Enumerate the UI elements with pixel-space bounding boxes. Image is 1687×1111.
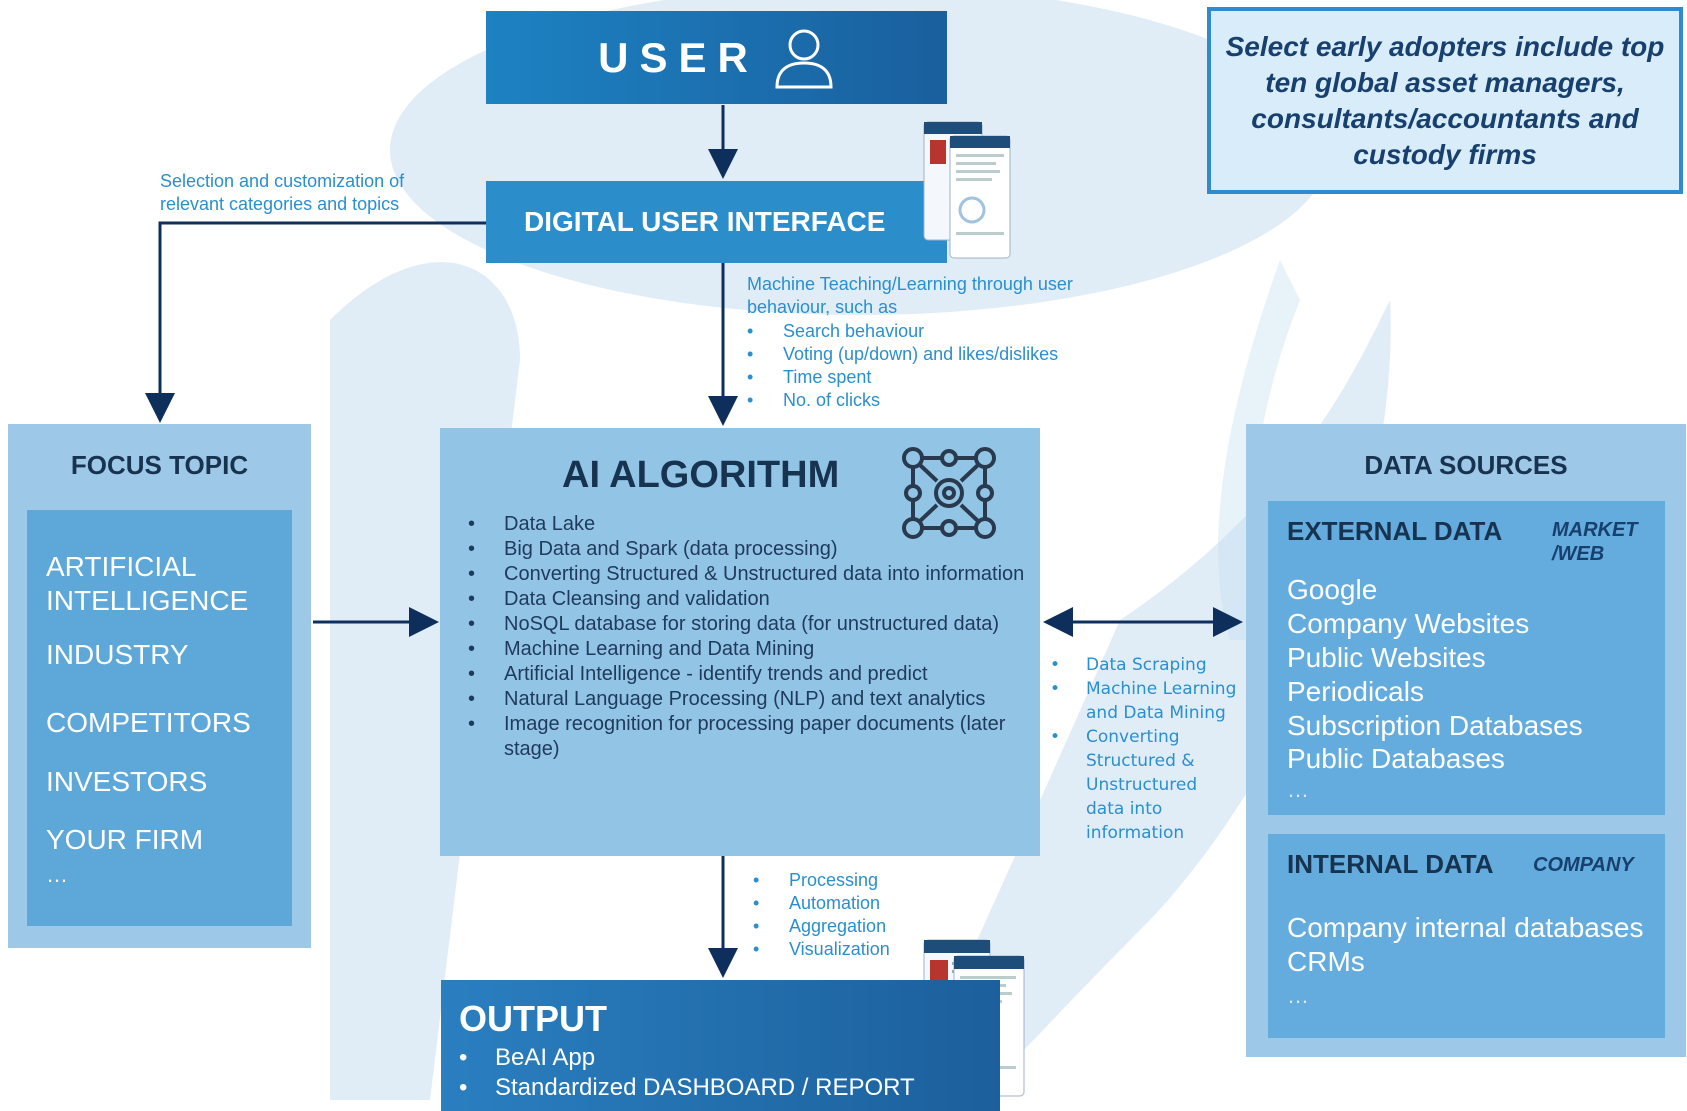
processing-note: Processing Automation Aggregation Visual… [753,869,953,961]
focus-topic-title: FOCUS TOPIC [70,450,249,480]
external-data-item: Subscription Databases [1287,710,1583,741]
internal-data-item: … [1287,983,1309,1008]
internal-data-box: INTERNAL DATA COMPANY Company internal d… [1268,834,1665,1038]
data-sources-title: DATA SOURCES [1364,450,1568,480]
external-data-tag: MARKET /WEB [1552,518,1638,566]
focus-topic-item: … [46,862,68,887]
internal-data-item: Company internal databases [1287,912,1644,943]
list-item: Machine Learning and Data Mining [1050,677,1240,725]
list-item: Processing [753,869,953,892]
internal-data-item: CRMs [1287,946,1365,977]
list-item: Automation [753,892,953,915]
list-item: Visualization [753,938,953,961]
selection-label-line2: relevant categories and topics [160,194,400,214]
output-box: OUTPUT BeAI App Standardized DASHBOARD /… [441,980,1000,1111]
output-title: OUTPUT [459,998,607,1039]
internal-data-title: INTERNAL DATA [1287,849,1494,879]
machine-learning-note: Machine Teaching/Learning through user b… [747,273,1167,412]
list-item: Data Cleansing and validation [468,587,1028,612]
list-item: Image recognition for processing paper d… [468,712,1028,762]
data-scraping-note: Data Scraping Machine Learning and Data … [1050,653,1240,845]
early-adopters-note: Select early adopters include top ten gl… [1207,7,1683,194]
list-item: Artificial Intelligence - identify trend… [468,662,1028,687]
list-item: Time spent [747,366,1167,389]
external-data-title: EXTERNAL DATA [1287,516,1503,546]
selection-label-line1: Selection and customization of [160,171,405,191]
focus-topic-list: ARTIFICIAL INTELLIGENCE INDUSTRY COMPETI… [27,510,292,926]
selection-label: Selection and customization of relevant … [160,170,404,216]
external-data-item: … [1287,777,1309,802]
list-item: Big Data and Spark (data processing) [468,537,1028,562]
list-item: Converting Structured & Unstructured dat… [1050,725,1240,845]
list-item: Natural Language Processing (NLP) and te… [468,687,1028,712]
external-data-box: EXTERNAL DATA MARKET /WEB Google Company… [1268,501,1665,815]
external-data-item: Periodicals [1287,676,1424,707]
external-data-item: Public Websites [1287,642,1486,673]
user-box: USER [486,11,947,104]
list-item: No. of clicks [747,389,1167,412]
list-item: Machine Learning and Data Mining [468,637,1028,662]
focus-topic-item: ARTIFICIAL INTELLIGENCE [46,551,249,616]
focus-topic-item: COMPETITORS [46,707,251,738]
focus-topic-panel: FOCUS TOPIC ARTIFICIAL INTELLIGENCE INDU… [8,424,311,948]
ai-algorithm-list: Data Lake Big Data and Spark (data proce… [468,512,1028,762]
external-data-tag-line2: /WEB [1552,543,1605,565]
list-item: Aggregation [753,915,953,938]
list-item: Voting (up/down) and likes/dislikes [747,343,1167,366]
list-item: NoSQL database for storing data (for uns… [468,612,1028,637]
external-data-item: Company Websites [1287,608,1530,639]
interface-label: DIGITAL USER INTERFACE [524,206,886,237]
data-sources-panel: DATA SOURCES EXTERNAL DATA MARKET /WEB G… [1246,424,1686,1057]
output-list: BeAI App Standardized DASHBOARD / REPORT [459,1043,915,1103]
list-item: Search behaviour [747,320,1167,343]
ai-algorithm-title: AI ALGORITHM [562,454,840,496]
learning-note-line2: behaviour, such as [747,297,898,317]
user-label: USER [598,33,759,81]
focus-topic-item: INDUSTRY [46,639,189,670]
list-item: Data Lake [468,512,1028,537]
external-data-item: Google [1287,574,1378,605]
external-data-tag-line1: MARKET [1552,519,1638,541]
early-adopters-text: Select early adopters include top ten gl… [1225,30,1665,170]
user-icon [775,29,833,88]
list-item: Data Scraping [1050,653,1240,677]
focus-topic-item: YOUR FIRM [46,824,204,855]
external-data-item: Public Databases [1287,743,1505,774]
list-item: Converting Structured & Unstructured dat… [468,562,1028,587]
list-item: Standardized DASHBOARD / REPORT [459,1073,915,1103]
ai-algorithm-panel: AI ALGORITHM Data Lake Big Data and Spar… [440,428,1040,856]
arrow-interface-to-focus [145,221,486,423]
phone-mockup-icon [923,121,1011,259]
digital-user-interface-box: DIGITAL USER INTERFACE [486,181,947,263]
learning-note-line1: Machine Teaching/Learning through user [747,274,1073,294]
internal-data-tag: COMPANY [1533,854,1634,876]
list-item: BeAI App [459,1043,915,1073]
focus-topic-item: INVESTORS [46,766,208,797]
